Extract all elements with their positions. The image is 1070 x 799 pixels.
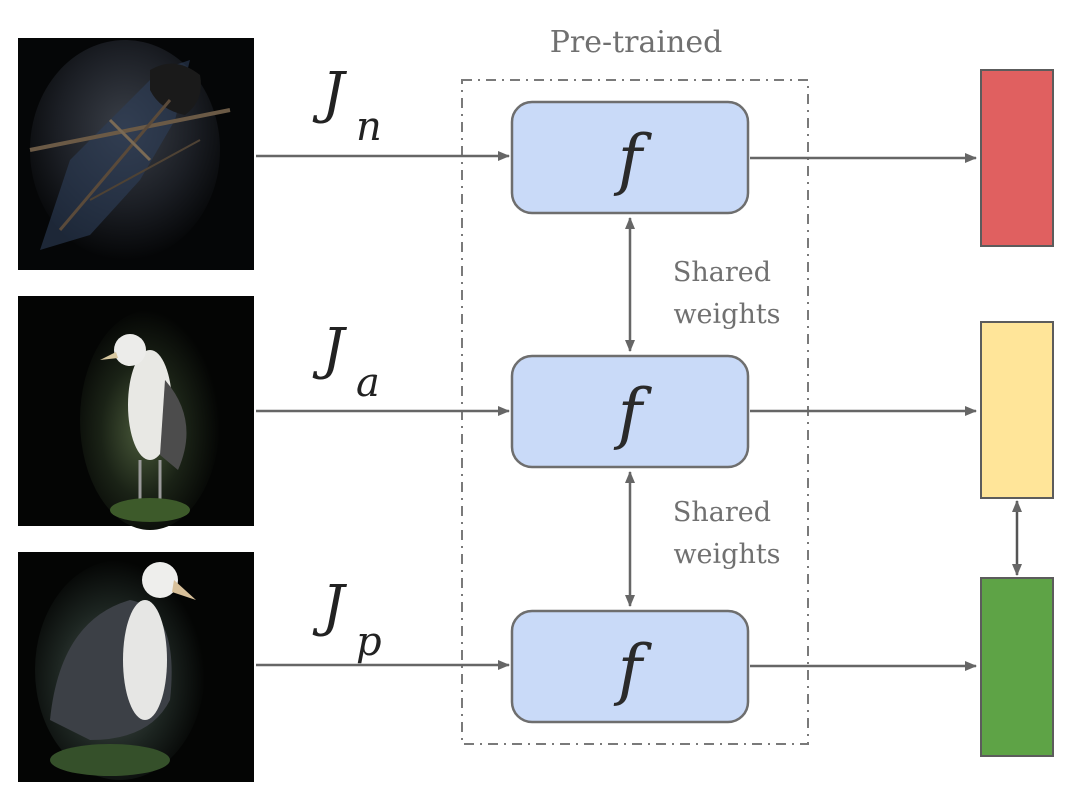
output-embedding-anchor <box>980 321 1054 499</box>
input-symbol: J <box>312 317 348 382</box>
shared-weights-label-top-line2: weights <box>673 299 780 330</box>
encoder-negative: f <box>510 100 750 215</box>
pretrained-label: Pre-trained <box>550 25 723 60</box>
input-symbol: J <box>312 61 348 126</box>
input-image-negative <box>18 38 254 270</box>
input-image-anchor <box>18 296 254 530</box>
encoder-anchor: f <box>510 354 750 469</box>
input-subscript: a <box>356 360 380 406</box>
input-subscript: p <box>356 619 382 665</box>
input-label-anchor: J a <box>312 317 380 406</box>
input-subscript: n <box>356 104 382 150</box>
shared-weights-label-bottom-line1: Shared <box>673 497 771 528</box>
shared-weights-label-bottom-line2: weights <box>673 539 780 570</box>
encoder-positive: f <box>510 609 750 724</box>
output-embedding-positive <box>980 577 1054 757</box>
input-label-positive: J p <box>312 574 382 665</box>
input-image-positive <box>18 552 254 782</box>
shared-weights-label-top-line1: Shared <box>673 257 771 288</box>
input-symbol: J <box>312 574 348 639</box>
output-embedding-negative <box>980 69 1054 247</box>
input-label-negative: J n <box>312 61 382 150</box>
